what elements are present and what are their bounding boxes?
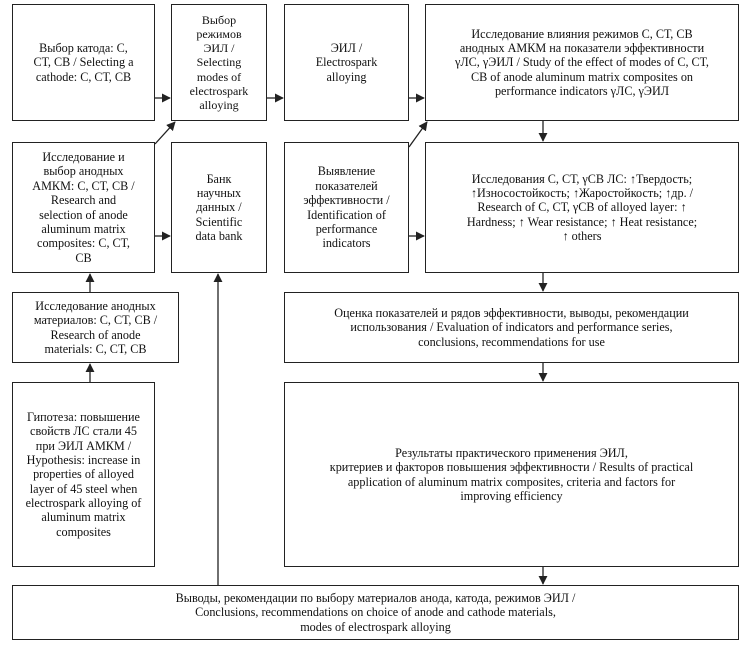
- box-anode-materials-research: Исследование анодных материалов: C, CТ, …: [12, 292, 179, 363]
- box-hypothesis: Гипотеза: повышение свойств ЛС стали 45 …: [12, 382, 155, 567]
- box-evaluation-text: Оценка показателей и рядов эффективности…: [334, 305, 689, 349]
- box-evaluation: Оценка показателей и рядов эффективности…: [284, 292, 739, 363]
- box-practical-results-text: Результаты практического применения ЭИЛ,…: [329, 445, 694, 503]
- box-modes-selection: Выбор режимов ЭИЛ / Selecting modes of e…: [171, 4, 267, 121]
- arrow-anode-to-modes: [154, 121, 176, 145]
- box-scientific-data-bank: Банк научных данных / Scientific data ba…: [171, 142, 267, 273]
- box-study-effect-of-modes: Исследование влияния режимов C, CТ, CВ а…: [425, 4, 739, 121]
- box-anode-research-selection-text: Исследование и выбор анодных АМКМ: C, CТ…: [32, 149, 135, 265]
- box-modes-selection-text: Выбор режимов ЭИЛ / Selecting modes of e…: [189, 12, 249, 112]
- box-cathode-selection-text: Выбор катода: C, CТ, CВ / Selecting a ca…: [33, 40, 134, 84]
- box-anode-research-selection: Исследование и выбор анодных АМКМ: C, CТ…: [12, 142, 155, 273]
- box-study-effect-of-modes-text: Исследование влияния режимов C, CТ, CВ а…: [455, 26, 709, 99]
- box-alloyed-layer-research-text: Исследования C, CТ, γCВ ЛС: ↑Твердость; …: [466, 171, 698, 244]
- box-alloyed-layer-research: Исследования C, CТ, γCВ ЛС: ↑Твердость; …: [425, 142, 739, 273]
- box-conclusions-text: Выводы, рекомендации по выбору материало…: [175, 590, 576, 634]
- box-practical-results: Результаты практического применения ЭИЛ,…: [284, 382, 739, 567]
- box-hypothesis-text: Гипотеза: повышение свойств ЛС стали 45 …: [25, 409, 142, 539]
- box-scientific-data-bank-text: Банк научных данных / Scientific data ba…: [195, 171, 243, 244]
- box-cathode-selection: Выбор катода: C, CТ, CВ / Selecting a ca…: [12, 4, 155, 121]
- box-anode-materials-research-text: Исследование анодных материалов: C, CТ, …: [33, 298, 158, 356]
- box-identification-of-indicators: Выявление показателей эффективности / Id…: [284, 142, 409, 273]
- box-electrospark-alloying: ЭИЛ / Electrospark alloying: [284, 4, 409, 121]
- box-identification-of-indicators-text: Выявление показателей эффективности / Id…: [303, 164, 390, 251]
- box-electrospark-alloying-text: ЭИЛ / Electrospark alloying: [315, 40, 378, 84]
- box-conclusions: Выводы, рекомендации по выбору материало…: [12, 585, 739, 640]
